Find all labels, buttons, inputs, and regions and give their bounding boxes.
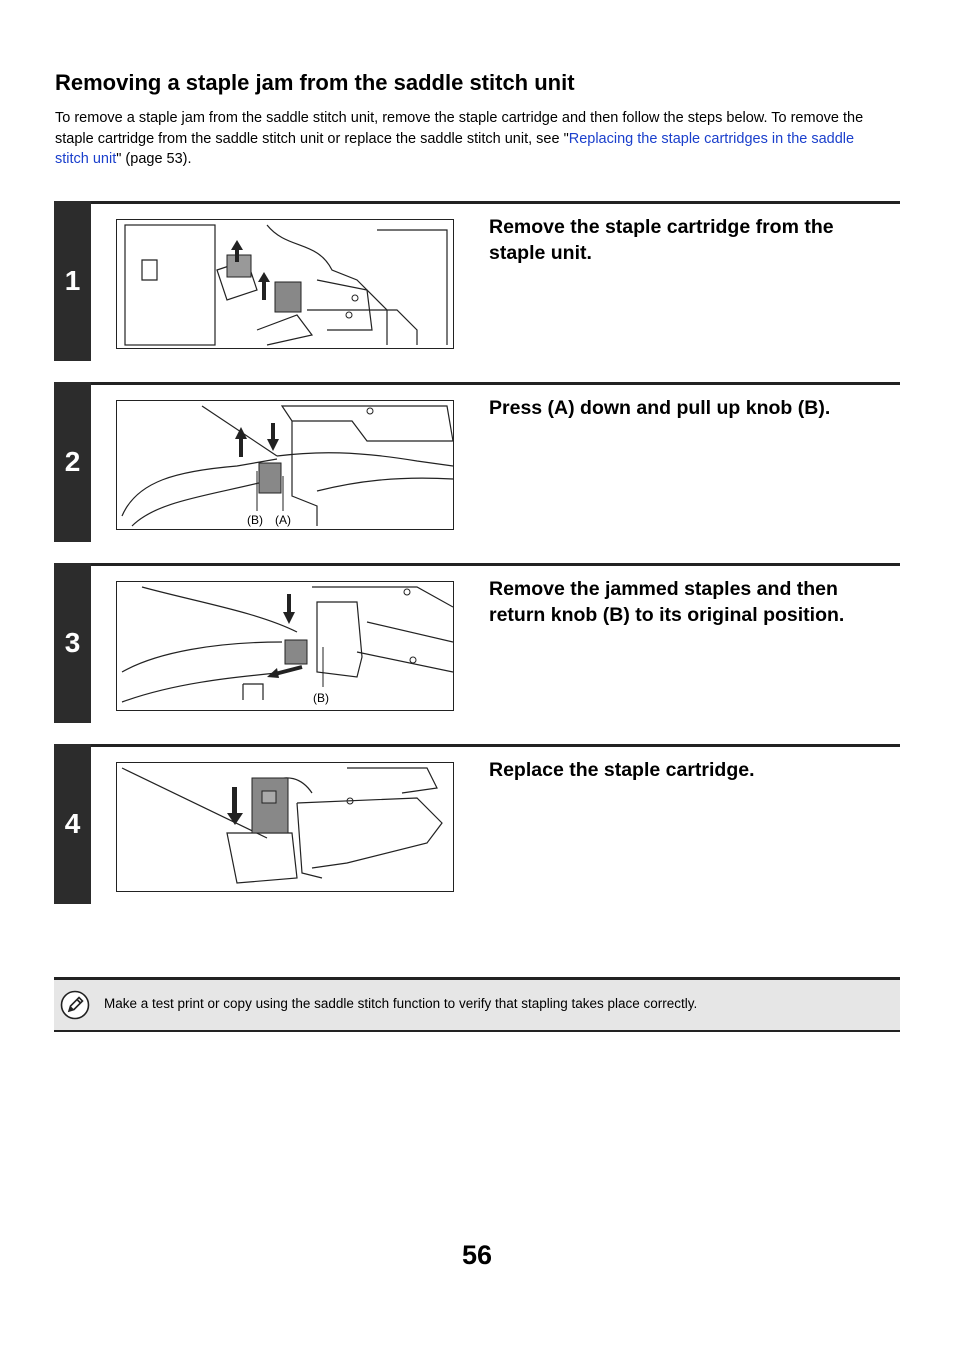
step-instruction: Remove the jammed staples and then retur…: [489, 578, 845, 626]
page-number: 56: [461, 1240, 493, 1270]
step-number: 2: [54, 382, 91, 542]
step-2: 2 (B) (A) Press (A) down and pull: [54, 382, 900, 545]
step-1-illustration: [116, 219, 454, 349]
intro-text-before: To remove a staple jam from the saddle s…: [55, 110, 864, 147]
step-3-illustration: (B): [116, 581, 454, 711]
step-4-illustration: [116, 762, 454, 892]
step-4: 4 Replace the staple cartridge.: [54, 744, 900, 907]
intro-paragraph: To remove a staple jam from the saddle s…: [55, 108, 885, 170]
pencil-note-icon: [60, 990, 90, 1020]
step-number: 3: [54, 563, 91, 723]
replacing-staple-cartridges-link[interactable]: Replacing the staple cartridges in the s…: [55, 130, 855, 168]
label-b: (B): [247, 513, 263, 527]
step-2-illustration: (B) (A): [116, 400, 454, 530]
step-3: 3 (B) Remove the jammed staple: [54, 563, 900, 726]
remove-jammed-staples-illustration: (B): [121, 586, 453, 705]
note-text: Make a test print or copy using the sadd…: [104, 996, 698, 1011]
step-instruction: Press (A) down and pull up knob (B).: [489, 397, 831, 419]
step-number: 4: [54, 744, 91, 904]
step-instruction: Remove the staple cartridge from the sta…: [489, 216, 834, 264]
intro-text-after: " (page 53).: [116, 151, 192, 167]
section-title: Removing a staple jam from the saddle st…: [55, 70, 575, 95]
note-box: Make a test print or copy using the sadd…: [54, 977, 900, 1032]
label-b: (B): [313, 691, 329, 705]
step-instruction: Replace the staple cartridge.: [489, 759, 755, 781]
label-a: (A): [275, 513, 291, 527]
step-number: 1: [54, 201, 91, 361]
remove-cartridge-illustration: [124, 224, 448, 346]
replace-cartridge-illustration: [121, 767, 443, 884]
step-1: 1 Remove the staple cartridge from t: [54, 201, 900, 364]
press-knob-illustration: (B) (A): [121, 405, 453, 527]
